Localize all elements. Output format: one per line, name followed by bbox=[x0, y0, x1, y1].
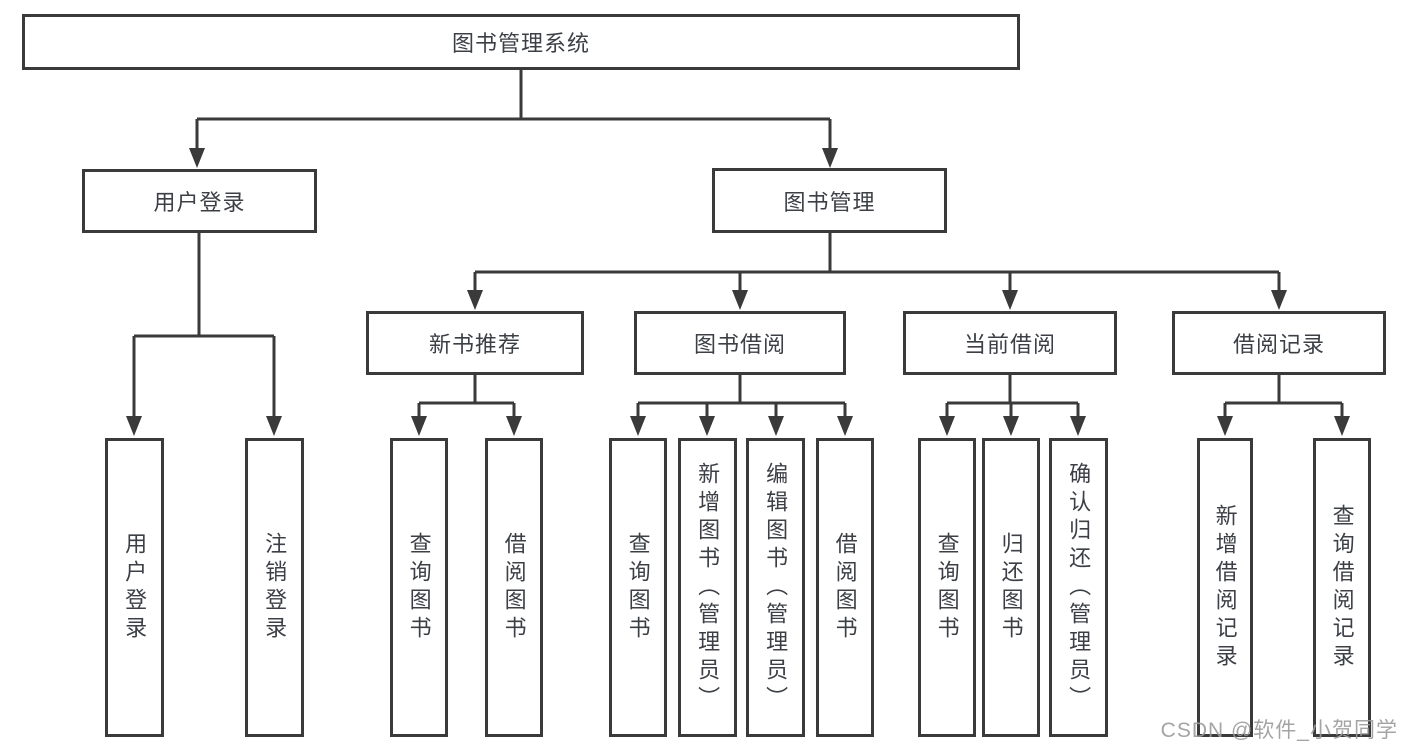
node-user-login-label: 用户登录 bbox=[153, 190, 246, 215]
leaf-borrowing-query-books: 查询图书 bbox=[609, 438, 667, 737]
leaf-borrowing-query-books-label: 查询图书 bbox=[625, 531, 651, 644]
leaf-record-add-borrow-record: 新增借阅记录 bbox=[1197, 438, 1253, 737]
node-book-borrowing-label: 图书借阅 bbox=[693, 332, 786, 357]
node-borrow-records-label: 借阅记录 bbox=[1232, 332, 1325, 357]
leaf-recommend-query-books-label: 查询图书 bbox=[406, 531, 432, 644]
leaf-current-return-books: 归还图书 bbox=[982, 438, 1040, 737]
leaf-current-return-books-label: 归还图书 bbox=[998, 531, 1024, 644]
leaf-borrowing-edit-books-admin-label: 编辑图书（管理员） bbox=[763, 461, 789, 714]
leaf-recommend-borrow-books-label: 借阅图书 bbox=[501, 531, 527, 644]
leaf-borrowing-borrow-books: 借阅图书 bbox=[816, 438, 874, 737]
leaf-logout: 注销登录 bbox=[245, 438, 304, 737]
node-current-borrowing-label: 当前借阅 bbox=[963, 332, 1056, 357]
node-book-management: 图书管理 bbox=[712, 168, 947, 233]
leaf-record-add-borrow-record-label: 新增借阅记录 bbox=[1212, 503, 1238, 672]
leaf-record-query-borrow-record-label: 查询借阅记录 bbox=[1329, 503, 1355, 672]
leaf-record-query-borrow-record: 查询借阅记录 bbox=[1313, 438, 1371, 737]
leaf-user-login-label: 用户登录 bbox=[122, 531, 148, 644]
node-current-borrowing: 当前借阅 bbox=[903, 311, 1117, 375]
leaf-current-confirm-return-admin-label: 确认归还（管理员） bbox=[1066, 461, 1092, 714]
node-user-login: 用户登录 bbox=[82, 169, 317, 233]
node-borrow-records: 借阅记录 bbox=[1172, 311, 1386, 375]
node-new-book-recommend: 新书推荐 bbox=[366, 311, 584, 375]
leaf-logout-label: 注销登录 bbox=[262, 531, 288, 644]
node-root-label: 图书管理系统 bbox=[451, 31, 590, 56]
node-new-book-recommend-label: 新书推荐 bbox=[428, 332, 521, 357]
node-root: 图书管理系统 bbox=[22, 14, 1020, 70]
leaf-borrowing-borrow-books-label: 借阅图书 bbox=[832, 531, 858, 644]
csdn-watermark: CSDN @软件_小贺同学 bbox=[1160, 719, 1398, 742]
node-book-management-label: 图书管理 bbox=[783, 189, 876, 215]
leaf-current-confirm-return-admin: 确认归还（管理员） bbox=[1049, 438, 1108, 737]
leaf-recommend-query-books: 查询图书 bbox=[390, 438, 448, 737]
leaf-user-login: 用户登录 bbox=[105, 438, 164, 737]
node-book-borrowing: 图书借阅 bbox=[634, 311, 846, 375]
leaf-recommend-borrow-books: 借阅图书 bbox=[485, 438, 543, 737]
leaf-borrowing-add-books-admin-label: 新增图书（管理员） bbox=[695, 461, 721, 714]
leaf-current-query-books-label: 查询图书 bbox=[934, 531, 960, 644]
leaf-current-query-books: 查询图书 bbox=[918, 438, 976, 737]
leaf-borrowing-add-books-admin: 新增图书（管理员） bbox=[678, 438, 737, 737]
leaf-borrowing-edit-books-admin: 编辑图书（管理员） bbox=[746, 438, 805, 737]
